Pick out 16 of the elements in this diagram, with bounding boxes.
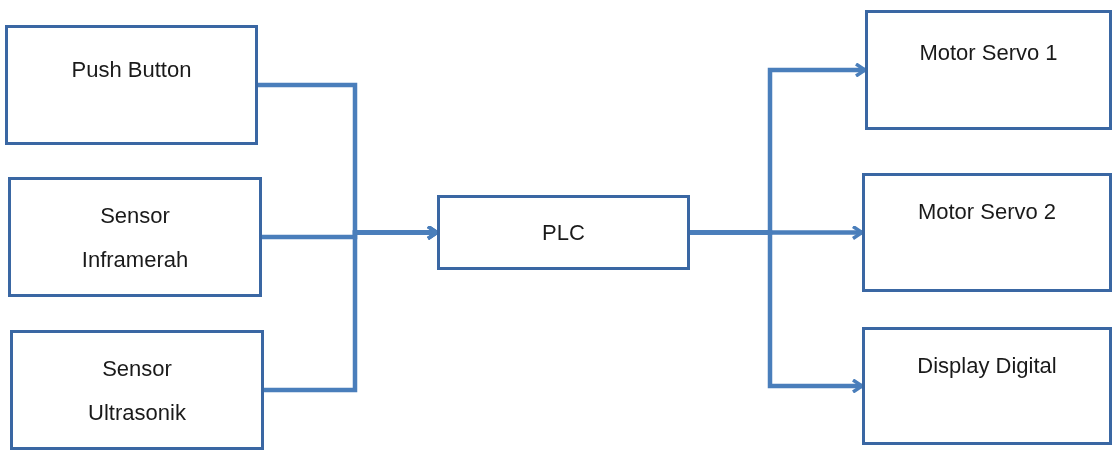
block-box [10, 330, 264, 450]
block-box [862, 327, 1112, 445]
block-box [862, 173, 1112, 292]
block-box [865, 10, 1112, 130]
block-box [5, 25, 258, 145]
block-label: Motor Servo 1 [919, 39, 1058, 67]
block-box [437, 195, 690, 270]
block-label: Display Digital [917, 352, 1057, 380]
block-box [8, 177, 262, 297]
arrow [264, 224, 439, 393]
block-label: Sensor Inframerah [80, 202, 190, 274]
block-label: PLC [542, 218, 585, 247]
block-label: Motor Servo 2 [917, 198, 1057, 226]
block-label: Sensor Ultrasonik [87, 355, 187, 427]
block-label: Push Button [71, 56, 192, 84]
arrow [690, 230, 864, 394]
